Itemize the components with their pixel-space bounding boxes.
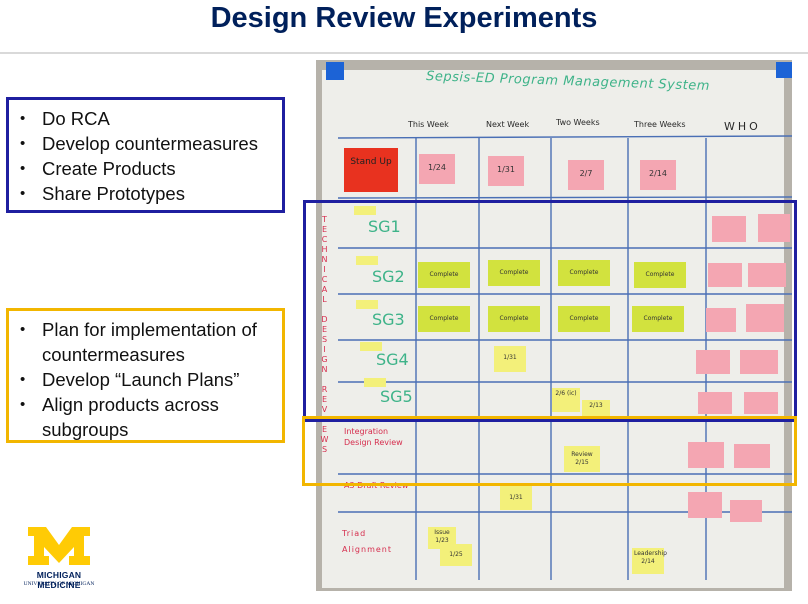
col-three-weeks: Three Weeks — [634, 120, 686, 129]
bullet-box-implementation: Plan for implementation of countermeasur… — [6, 308, 285, 443]
who-integration-a — [688, 442, 724, 468]
standup-date-4: 2/14 — [640, 160, 676, 190]
standup-note: Stand Up — [344, 148, 398, 192]
col-next-week: Next Week — [486, 120, 530, 129]
bullet-item: Create Products — [17, 156, 276, 181]
sg5-tag — [364, 378, 386, 387]
sg2-complete-1: Complete — [418, 262, 470, 288]
tape-top-left — [326, 62, 344, 80]
who-sg4-a — [696, 350, 730, 374]
sg3-complete-3: Complete — [558, 306, 610, 332]
whiteboard-photo: Sepsis-ED Program Management System This… — [316, 60, 793, 591]
row-sg3: SG3 — [372, 310, 405, 329]
sg3-complete-1: Complete — [418, 306, 470, 332]
bullet-item: Align products across subgroups — [17, 392, 276, 442]
standup-date-3: 2/7 — [568, 160, 604, 190]
sg4-date: 1/31 — [494, 346, 526, 372]
who-sg1-b — [758, 214, 790, 242]
bullet-item: Plan for implementation of countermeasur… — [17, 317, 276, 367]
who-sg5-a — [698, 392, 732, 414]
row-sg4: SG4 — [376, 350, 409, 369]
row-sg2: SG2 — [372, 267, 405, 286]
bullet-item: Do RCA — [17, 106, 276, 131]
sg2-tag — [356, 256, 378, 265]
bullet-item: Develop “Launch Plans” — [17, 367, 276, 392]
a3-date: 1/31 — [500, 486, 532, 510]
michigan-medicine-logo: MICHIGAN MEDICINE UNIVERSITY OF MICHIGAN — [14, 526, 104, 590]
col-two-weeks: Two Weeks — [556, 118, 600, 127]
sg2-complete-4: Complete — [634, 262, 686, 288]
sg4-tag — [360, 342, 382, 351]
standup-date-1: 1/24 — [419, 154, 455, 184]
who-sg3-a — [706, 308, 736, 332]
technical-design-reviews-label: TECHNICAL DESIGN REVIEWS — [320, 215, 329, 455]
triad-note-1: Issue 1/23 — [428, 527, 456, 549]
row-integration: Integration Design Review — [344, 427, 403, 447]
sg3-complete-2: Complete — [488, 306, 540, 332]
bullet-list-implementation: Plan for implementation of countermeasur… — [9, 311, 282, 442]
who-sg3-b — [746, 304, 784, 332]
standup-date-2: 1/31 — [488, 156, 524, 186]
row-sg1: SG1 — [368, 217, 401, 236]
bullet-item: Develop countermeasures — [17, 131, 276, 156]
col-who: WHO — [724, 120, 761, 133]
bullet-list-rca: Do RCADevelop countermeasuresCreate Prod… — [9, 100, 282, 206]
sg1-tag — [354, 206, 376, 215]
who-a3-a — [688, 492, 722, 518]
triad-note-2: 1/25 — [440, 544, 472, 566]
who-sg5-b — [744, 392, 778, 414]
triad-note-3: Leadership 2/14 — [632, 548, 667, 574]
highlight-integration-review — [302, 416, 797, 486]
sg5-date: 2/6 (ic) — [552, 388, 580, 412]
who-sg4-b — [740, 350, 778, 374]
who-a3-b — [730, 500, 762, 522]
highlight-technical-reviews — [303, 200, 797, 422]
tape-top-right — [776, 62, 792, 78]
integration-review: Review 2/15 — [564, 446, 600, 472]
col-this-week: This Week — [408, 120, 449, 129]
who-sg2-b — [748, 263, 786, 287]
row-triad: Triad Alignment — [342, 529, 392, 554]
row-sg5: SG5 — [380, 387, 413, 406]
bullet-box-rca: Do RCADevelop countermeasuresCreate Prod… — [6, 97, 285, 213]
sg2-complete-2: Complete — [488, 260, 540, 286]
sg3-tag — [356, 300, 378, 309]
who-sg2-a — [708, 263, 742, 287]
who-sg1-a — [712, 216, 746, 242]
slide-title: Design Review Experiments — [210, 2, 598, 34]
who-integration-b — [734, 444, 770, 468]
bullet-item: Share Prototypes — [17, 181, 276, 206]
block-m-icon — [28, 527, 90, 565]
logo-text-secondary: UNIVERSITY OF MICHIGAN — [23, 581, 95, 587]
logo-text-primary: MICHIGAN MEDICINE — [36, 570, 82, 590]
sg2-complete-3: Complete — [558, 260, 610, 286]
sg3-complete-4: Complete — [632, 306, 684, 332]
title-divider — [0, 52, 808, 54]
